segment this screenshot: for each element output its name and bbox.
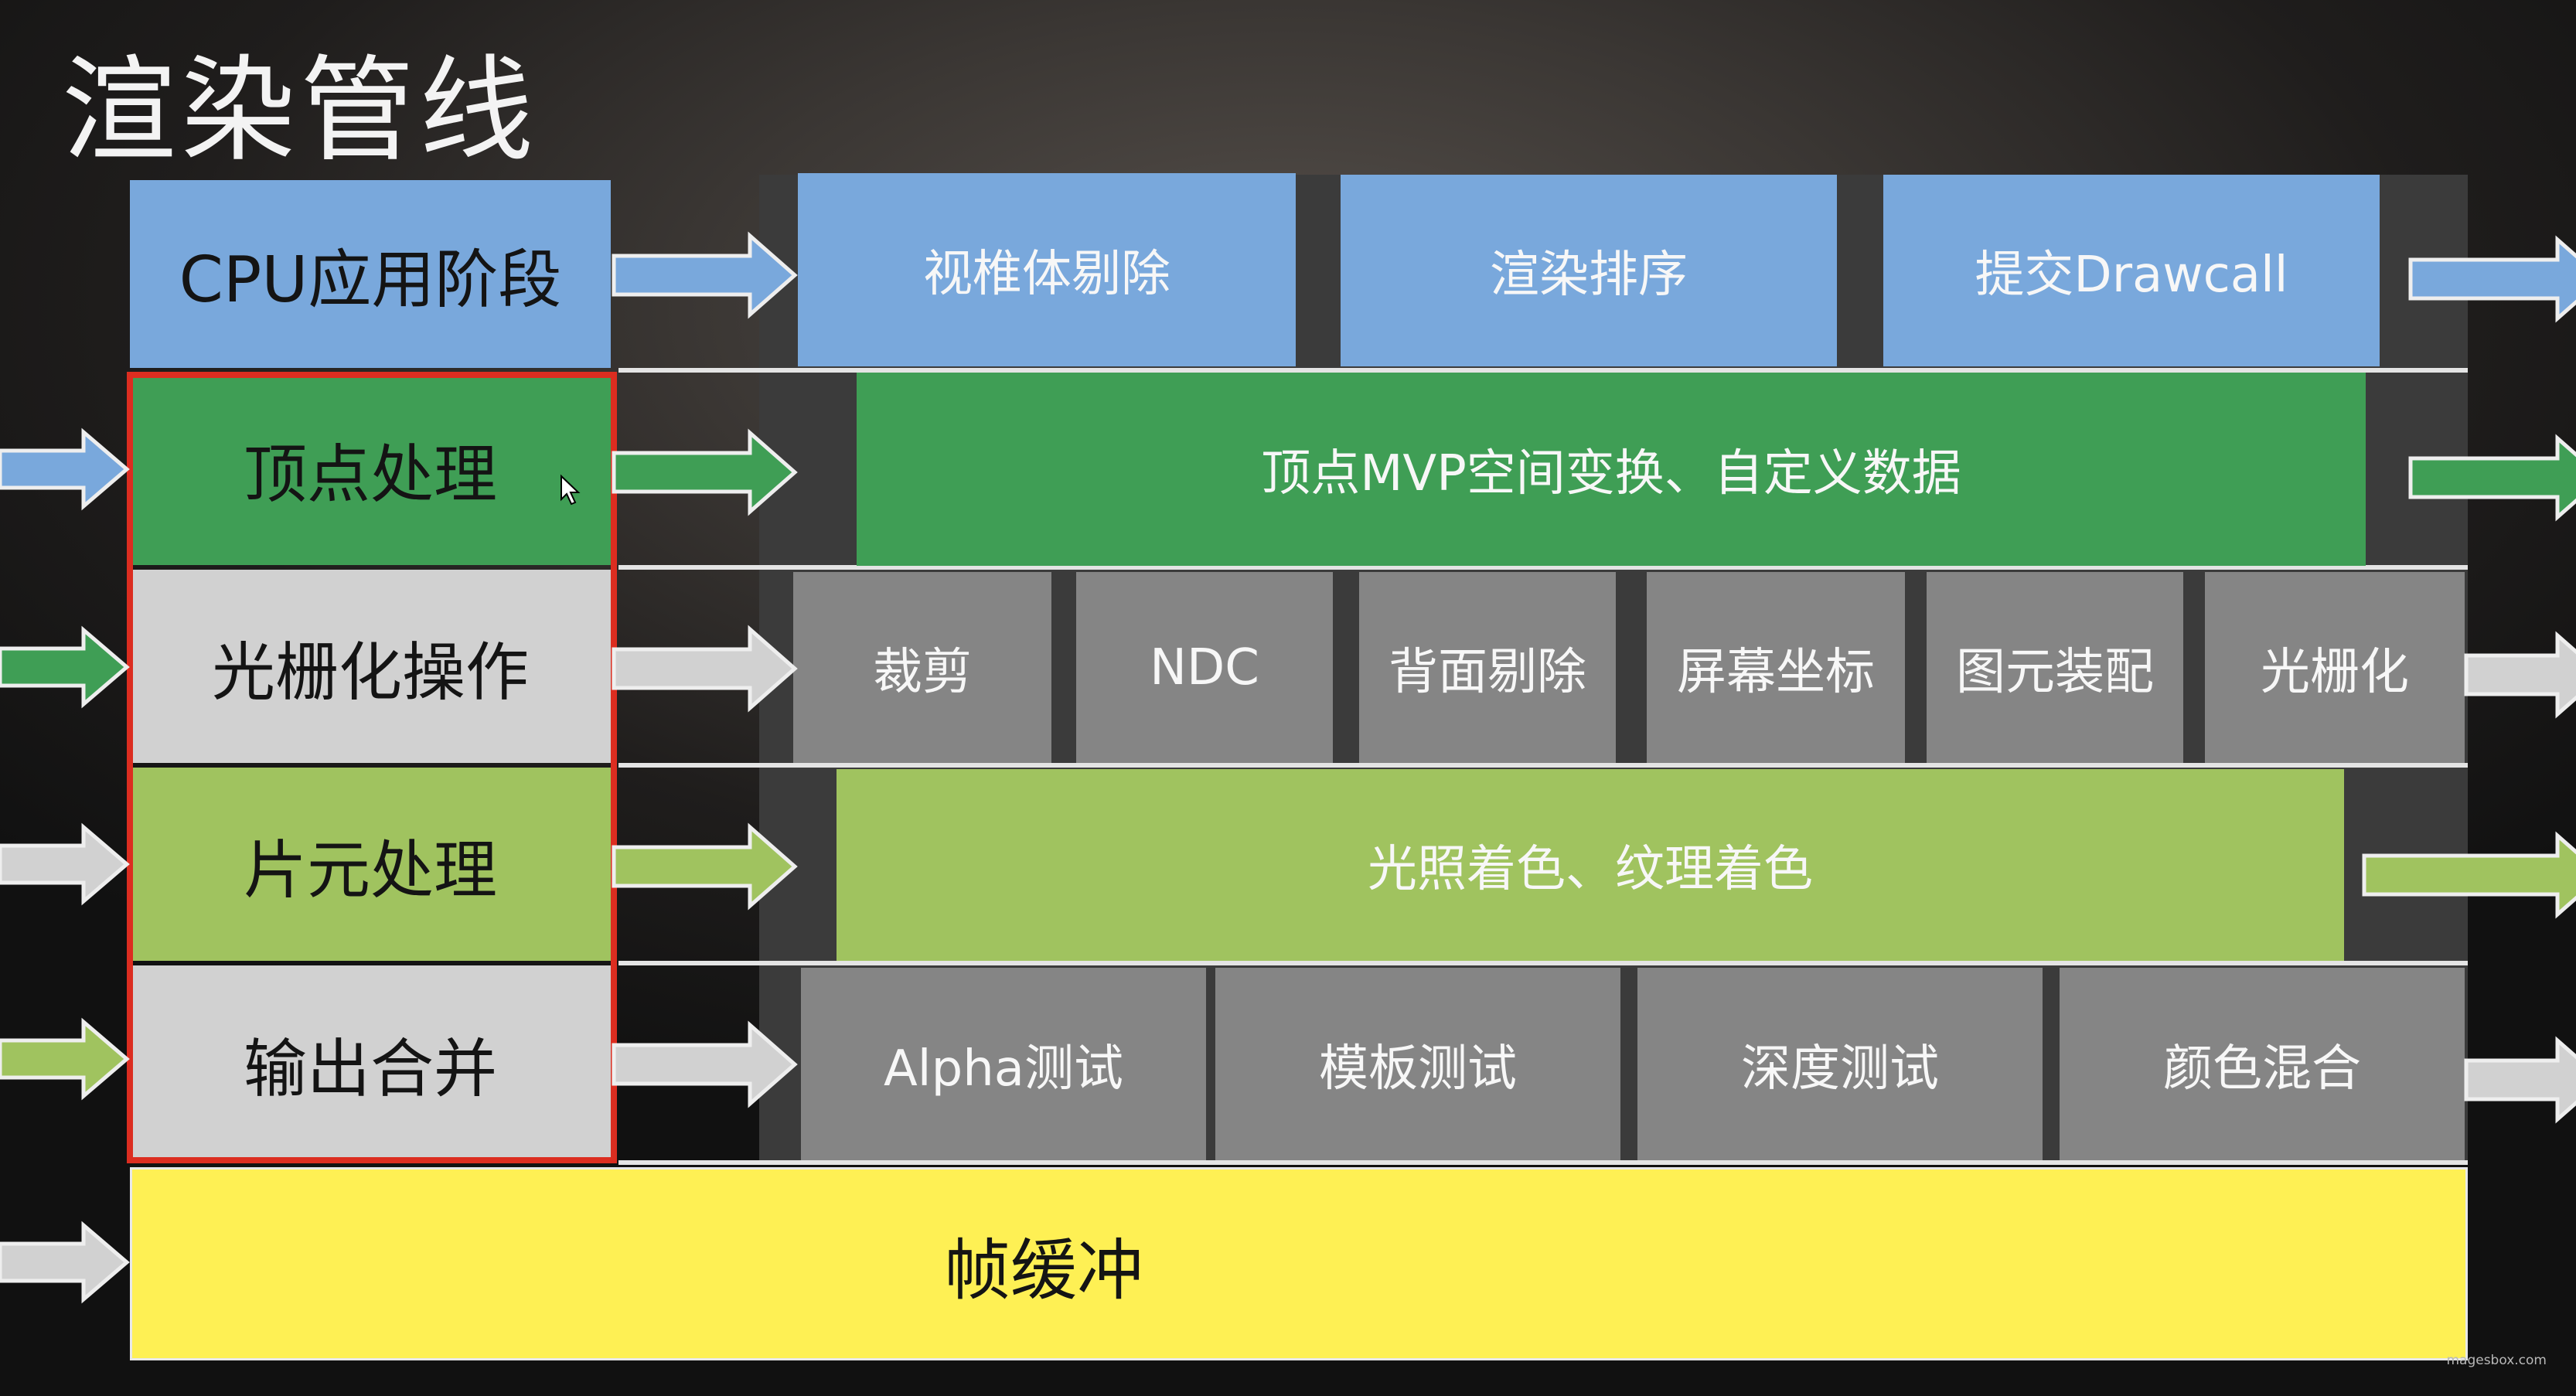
cell-clipping: 裁剪 — [793, 572, 1051, 763]
arrow-right-icon — [612, 231, 798, 319]
cell-alpha-test: Alpha测试 — [801, 968, 1206, 1160]
arrow-right-icon — [612, 822, 798, 911]
cell-primitive-assembly: 图元装配 — [1927, 572, 2183, 763]
stage-output-merger: 输出合并 — [130, 965, 611, 1160]
cell-backface-culling: 背面剔除 — [1359, 572, 1616, 763]
arrow-right-icon — [612, 625, 798, 713]
cell-depth-test: 深度测试 — [1637, 968, 2043, 1160]
stage-vertex-processing: 顶点处理 — [130, 373, 611, 565]
cell-rasterize: 光栅化 — [2205, 572, 2465, 763]
arrow-right-icon — [2408, 434, 2576, 522]
stage-fragment-processing: 片元处理 — [130, 768, 611, 961]
arrow-right-icon — [2464, 631, 2576, 719]
mouse-cursor-icon — [561, 474, 581, 506]
arrow-right-icon — [0, 427, 130, 511]
cell-ndc: NDC — [1076, 572, 1333, 763]
cell-stencil-test: 模板测试 — [1215, 968, 1620, 1160]
arrow-right-icon — [0, 625, 130, 709]
stage-rasterization: 光栅化操作 — [130, 570, 611, 763]
arrow-right-icon — [612, 428, 798, 516]
arrow-right-icon — [2464, 1036, 2576, 1124]
stage-cpu-application: CPU应用阶段 — [130, 180, 611, 368]
cell-submit-drawcall: 提交Drawcall — [1883, 175, 2380, 366]
row-separator — [618, 565, 2468, 570]
arrow-right-icon — [2408, 235, 2576, 323]
arrow-right-icon — [0, 1017, 130, 1101]
arrow-right-icon — [0, 822, 130, 906]
frame-buffer: 帧缓冲 — [130, 1167, 2468, 1360]
gpu-stages-highlight — [127, 372, 617, 1163]
row-separator — [618, 961, 2468, 965]
row-separator — [618, 368, 2468, 373]
cell-frustum-culling: 视椎体剔除 — [798, 173, 1296, 366]
row-separator — [618, 1160, 2468, 1165]
cell-lighting-texture-shading: 光照着色、纹理着色 — [837, 769, 2344, 961]
arrow-right-icon — [0, 1221, 130, 1304]
slide-title: 渲染管线 — [62, 44, 538, 177]
cell-vertex-mvp-transform: 顶点MVP空间变换、自定义数据 — [857, 373, 2366, 566]
cell-screen-coordinates: 屏幕坐标 — [1647, 572, 1905, 763]
arrow-right-icon — [2362, 831, 2576, 919]
row-separator — [618, 763, 2468, 768]
watermark: magesbox.com — [2446, 1353, 2547, 1368]
cell-render-sorting: 渲染排序 — [1341, 175, 1837, 366]
arrow-right-icon — [612, 1020, 798, 1108]
cell-color-blend: 颜色混合 — [2060, 968, 2465, 1160]
